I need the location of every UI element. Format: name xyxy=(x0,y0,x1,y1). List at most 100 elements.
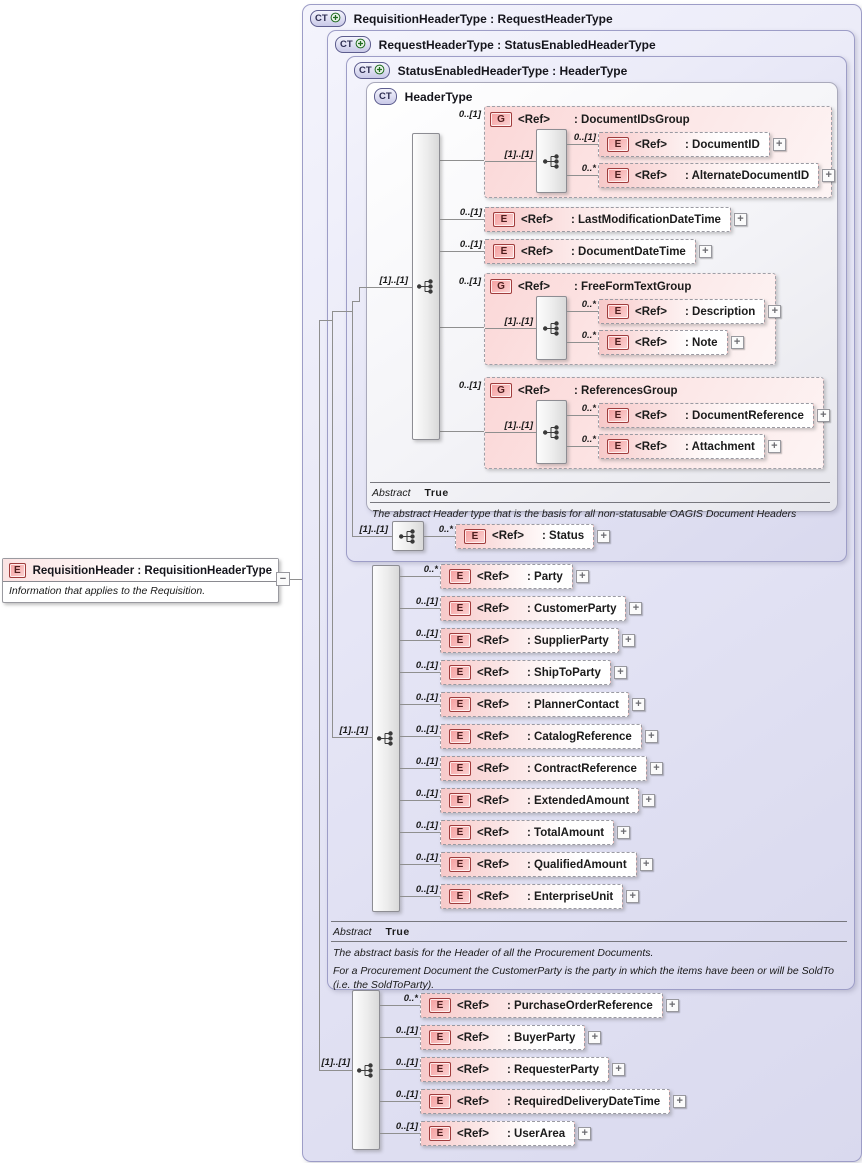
occurrence-label: 0..[1] xyxy=(415,724,438,735)
element-name: : LastModificationDateTime xyxy=(571,213,721,226)
connector-link: 0..* xyxy=(567,403,598,428)
collapse-icon[interactable] xyxy=(276,572,290,586)
element-card[interactable]: E<Ref>: EnterpriseUnit xyxy=(440,884,624,909)
expand-icon[interactable] xyxy=(649,762,663,775)
element-card[interactable]: E<Ref>: AlternateDocumentID xyxy=(598,163,820,188)
element-card[interactable]: E<Ref>: DocumentID xyxy=(598,132,770,157)
element-card[interactable]: E<Ref>: ContractReference xyxy=(440,756,647,781)
expand-icon[interactable] xyxy=(575,570,589,583)
element-card[interactable]: E<Ref>: SupplierParty xyxy=(440,628,619,653)
group-box[interactable]: 0..[1]G<Ref>: DocumentIDsGroup[1]..[1]0.… xyxy=(459,106,836,198)
group-box[interactable]: 0..[1]G<Ref>: ReferencesGroup[1]..[1]0..… xyxy=(459,377,830,469)
occurrence-label: 0..[1] xyxy=(415,756,438,767)
complextype-badge-label: CT xyxy=(340,39,353,50)
element-card[interactable]: E<Ref>: Description xyxy=(598,299,766,324)
element-card[interactable]: E<Ref>: QualifiedAmount xyxy=(440,852,637,877)
expand-icon[interactable] xyxy=(768,305,782,318)
connector-link: 0..[1] xyxy=(380,1025,420,1050)
element-name: : UserArea xyxy=(507,1127,566,1140)
expand-icon[interactable] xyxy=(698,245,712,258)
sequence-icon xyxy=(542,153,559,169)
occurrence-label: 0..[1] xyxy=(415,788,438,799)
expand-icon[interactable] xyxy=(626,890,640,903)
element-badge: E xyxy=(464,528,486,544)
connector-link: 0..* xyxy=(567,434,598,459)
expand-icon[interactable] xyxy=(613,666,627,679)
element-card[interactable]: E<Ref>: RequiredDeliveryDateTime xyxy=(420,1089,671,1114)
expand-icon[interactable] xyxy=(767,440,781,453)
expand-icon[interactable] xyxy=(588,1031,602,1044)
sequence-compositor-requestheader[interactable] xyxy=(372,565,400,912)
expand-icon[interactable] xyxy=(612,1063,626,1076)
element-card[interactable]: E<Ref>: DocumentReference xyxy=(598,403,814,428)
element-badge: E xyxy=(429,1094,451,1109)
expand-icon[interactable] xyxy=(642,794,656,807)
sequence-compositor-group[interactable] xyxy=(536,129,567,193)
element-card[interactable]: E<Ref>: Party xyxy=(440,564,573,589)
expand-icon[interactable] xyxy=(621,634,635,647)
element-card[interactable]: E<Ref>: UserArea xyxy=(420,1121,576,1146)
expand-icon[interactable] xyxy=(816,409,830,422)
occurrence-label: 0..[1] xyxy=(459,239,482,250)
expand-icon[interactable] xyxy=(673,1095,687,1108)
group-box[interactable]: 0..[1]G<Ref>: FreeFormTextGroup[1]..[1]0… xyxy=(459,273,782,365)
expand-icon[interactable] xyxy=(597,529,611,543)
element-badge: E xyxy=(607,168,629,183)
group-name: : DocumentIDsGroup xyxy=(574,113,690,126)
expand-icon[interactable] xyxy=(632,698,646,711)
element-card-status[interactable]: E <Ref> : Status xyxy=(455,523,595,549)
expand-icon[interactable] xyxy=(644,730,658,743)
occurrence-label: [1]..[1] xyxy=(321,1057,351,1068)
sequence-icon xyxy=(542,424,559,440)
element-row: 0..*E<Ref>: Attachment xyxy=(567,434,781,459)
expand-icon[interactable] xyxy=(733,213,747,226)
occurrence-label: [1]..[1] xyxy=(339,725,369,736)
element-card[interactable]: E<Ref>: Note xyxy=(598,330,728,355)
plus-circle-icon xyxy=(330,12,341,22)
occurrence-label: 0..[1] xyxy=(415,660,438,671)
sequence-compositor-group[interactable] xyxy=(536,400,567,464)
connector-link: 0..[1] xyxy=(400,788,440,813)
element-card[interactable]: E<Ref>: BuyerParty xyxy=(420,1025,586,1050)
occurrence-label: 0..[1] xyxy=(458,109,481,120)
element-card[interactable]: E<Ref>: Attachment xyxy=(598,434,765,459)
expand-icon[interactable] xyxy=(730,336,744,349)
connector-line xyxy=(352,301,353,536)
sequence-compositor-status[interactable] xyxy=(392,521,424,551)
element-badge: E xyxy=(493,244,515,259)
expand-icon[interactable] xyxy=(822,169,836,182)
element-name: : AlternateDocumentID xyxy=(685,169,810,182)
expand-icon[interactable] xyxy=(639,858,653,871)
element-card[interactable]: E<Ref>: ExtendedAmount xyxy=(440,788,640,813)
element-card[interactable]: E<Ref>: CatalogReference xyxy=(440,724,642,749)
occurrence-label: 0..* xyxy=(403,993,418,1004)
element-card[interactable]: E<Ref>: CustomerParty xyxy=(440,596,627,621)
expand-icon[interactable] xyxy=(772,138,786,151)
element-ref: <Ref> xyxy=(477,570,509,583)
element-ref: <Ref> xyxy=(635,138,667,151)
connector-link: 0..[1] xyxy=(400,628,440,653)
element-card[interactable]: E<Ref>: RequesterParty xyxy=(420,1057,610,1082)
element-badge: E xyxy=(607,335,629,350)
occurrence-label: 0..[1] xyxy=(458,276,481,287)
element-card[interactable]: E<Ref>: TotalAmount xyxy=(440,820,615,845)
root-element-box[interactable]: E RequisitionHeader : RequisitionHeaderT… xyxy=(2,558,279,603)
sequence-compositor-group[interactable] xyxy=(536,296,567,360)
type-annotation: The abstract basis for the Header of all… xyxy=(333,947,654,959)
sequence-compositor-headertype[interactable] xyxy=(412,133,440,440)
element-card[interactable]: E<Ref>: ShipToParty xyxy=(440,660,611,685)
expand-icon[interactable] xyxy=(617,826,631,839)
element-card[interactable]: E<Ref>: DocumentDateTime xyxy=(484,239,696,264)
element-card[interactable]: E<Ref>: PlannerContact xyxy=(440,692,630,717)
element-row: 0..[1]E<Ref>: EnterpriseUnit xyxy=(400,884,640,909)
element-badge: E xyxy=(449,697,471,712)
sequence-compositor-requisitionheader[interactable] xyxy=(352,990,380,1150)
element-card[interactable]: E<Ref>: PurchaseOrderReference xyxy=(420,993,663,1018)
expand-icon[interactable] xyxy=(629,602,643,615)
expand-icon[interactable] xyxy=(665,999,679,1012)
type-annotation: For a Procurement Document the CustomerP… xyxy=(333,965,834,992)
connector-link: 0..[1] xyxy=(380,1089,420,1114)
expand-icon[interactable] xyxy=(578,1127,592,1140)
element-card[interactable]: E<Ref>: LastModificationDateTime xyxy=(484,207,731,232)
element-ref: <Ref> xyxy=(635,305,667,318)
